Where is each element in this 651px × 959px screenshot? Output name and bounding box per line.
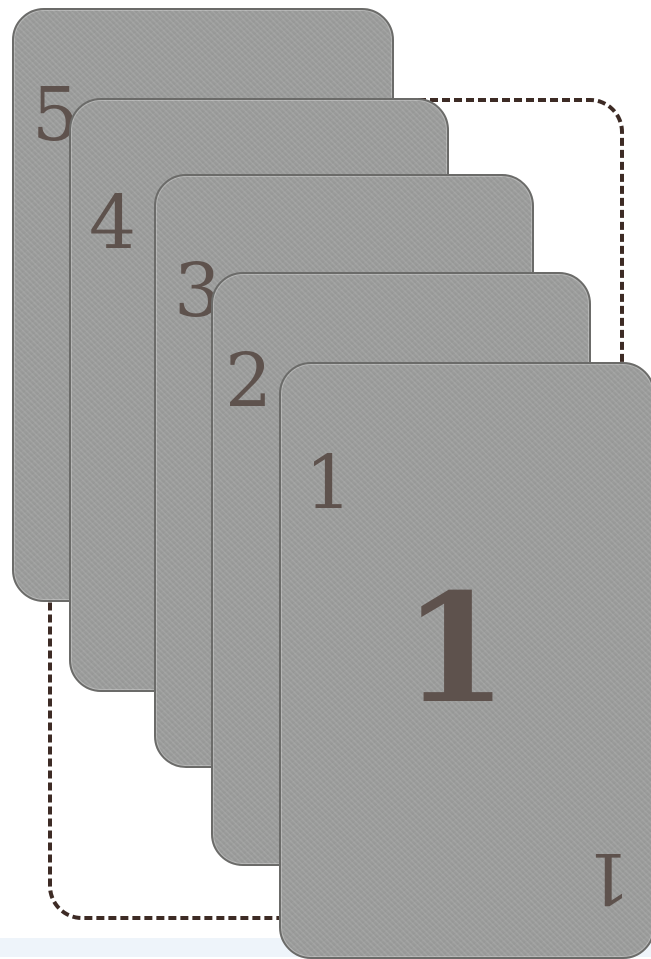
card-1-center-rank: 1 (403, 574, 507, 724)
card-2-corner-rank: 2 (225, 344, 272, 418)
card-4-corner-rank: 4 (89, 186, 136, 260)
card-1-corner-rank: 1 (305, 446, 352, 520)
card-1[interactable]: 1 1 1 (279, 362, 651, 959)
card-1-bottom-corner-rank: 1 (586, 843, 631, 913)
